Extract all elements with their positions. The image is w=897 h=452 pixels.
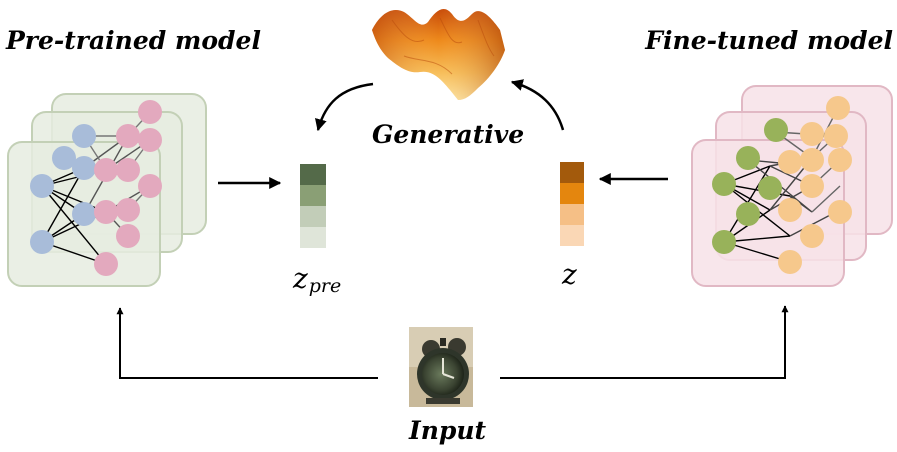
z-pre-subscript: pre xyxy=(308,275,342,297)
fine-node xyxy=(736,202,760,226)
pretrained-model xyxy=(7,93,207,287)
fine-node xyxy=(800,148,824,172)
pre-node xyxy=(116,124,140,148)
input-label: Input xyxy=(409,416,487,445)
z-pre-label: zpre xyxy=(293,262,341,297)
z-pre-bar xyxy=(300,164,326,248)
pre-node xyxy=(116,158,140,182)
finetuned-title: Fine-tuned model xyxy=(645,26,893,55)
pre-network xyxy=(30,100,162,276)
pre-node xyxy=(94,252,118,276)
pre-node xyxy=(116,198,140,222)
arrow-z-to-generative xyxy=(510,79,565,131)
fine-node xyxy=(712,172,736,196)
fine-node xyxy=(824,124,848,148)
fine-node xyxy=(758,176,782,200)
fine-node xyxy=(800,224,824,248)
fine-node xyxy=(712,230,736,254)
pre-node xyxy=(138,128,162,152)
fine-node xyxy=(826,96,850,120)
pre-node xyxy=(52,146,76,170)
fine-node xyxy=(800,174,824,198)
pretrained-title: Pre-trained model xyxy=(6,26,261,55)
pre-node xyxy=(116,224,140,248)
pre-node xyxy=(72,124,96,148)
fine-node xyxy=(778,150,802,174)
generative-surface-icon xyxy=(372,8,505,101)
arrow-generative-to-zpre xyxy=(315,82,374,132)
z-pre-cell xyxy=(300,206,326,227)
pre-node xyxy=(94,200,118,224)
fine-network xyxy=(712,96,852,274)
pre-node xyxy=(72,156,96,180)
z-bar xyxy=(560,162,584,246)
z-pre-cell xyxy=(300,164,326,185)
pre-node xyxy=(138,100,162,124)
fine-node xyxy=(778,198,802,222)
fine-node xyxy=(778,250,802,274)
fine-node xyxy=(736,146,760,170)
pre-node xyxy=(30,230,54,254)
generative-label: Generative xyxy=(372,120,525,149)
fine-node xyxy=(764,118,788,142)
arrow-input-to-finetuned xyxy=(500,305,789,379)
alarm-clock-photo xyxy=(409,327,473,407)
fine-node xyxy=(828,200,852,224)
z-cell xyxy=(560,225,584,246)
z-pre-base: z xyxy=(293,262,308,295)
pre-node xyxy=(138,174,162,198)
pre-node xyxy=(72,202,96,226)
z-pre-cell xyxy=(300,227,326,248)
finetuned-model xyxy=(691,85,893,287)
pre-node xyxy=(94,158,118,182)
z-cell xyxy=(560,162,584,183)
arrow-input-to-pretrained xyxy=(116,307,378,379)
z-label: z xyxy=(562,258,577,291)
z-cell xyxy=(560,183,584,204)
z-pre-cell xyxy=(300,185,326,206)
pre-node xyxy=(30,174,54,198)
z-cell xyxy=(560,204,584,225)
fine-node xyxy=(800,122,824,146)
fine-node xyxy=(828,148,852,172)
